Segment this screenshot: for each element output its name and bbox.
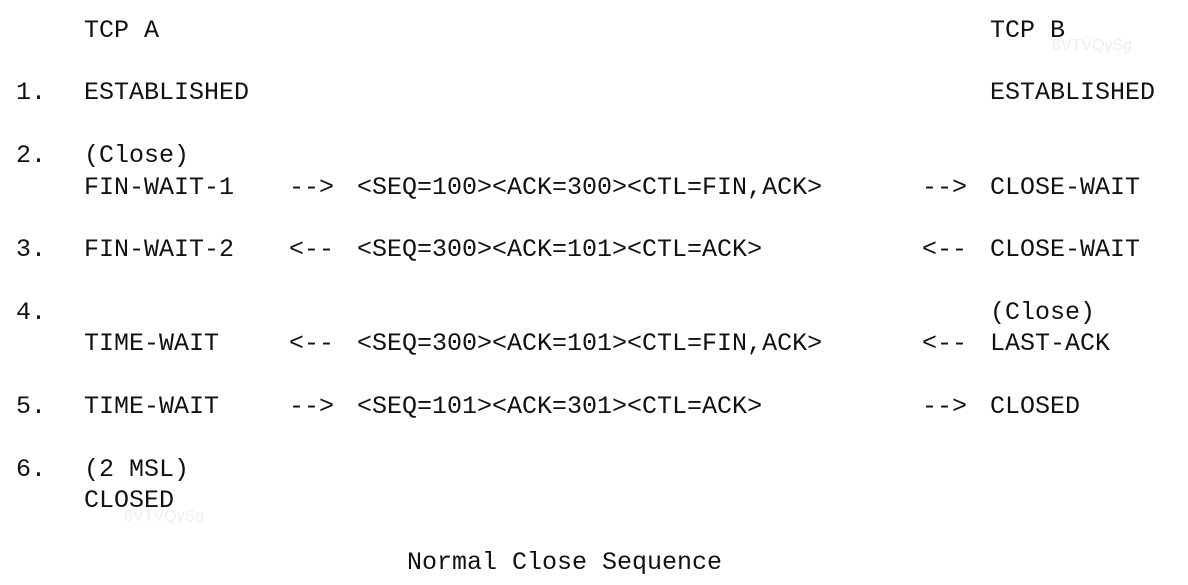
tcp-a-note: (2 MSL) xyxy=(84,455,190,484)
diagram-caption: Normal Close Sequence xyxy=(407,548,723,577)
tcp-a-state: CLOSED xyxy=(84,486,175,515)
tcp-b-state: LAST-ACK xyxy=(990,329,1111,358)
arrow-left: <-- xyxy=(289,329,335,358)
step-number: 3. xyxy=(16,235,47,264)
segment-label: <SEQ=101><ACK=301><CTL=ACK> xyxy=(357,392,763,421)
watermark: 8VTVQySg xyxy=(1052,37,1133,54)
tcp-a-note: (Close) xyxy=(84,141,190,170)
arrow-right: <-- xyxy=(922,329,968,358)
tcp-a-state: TIME-WAIT xyxy=(84,329,220,358)
step-number: 2. xyxy=(16,141,47,170)
tcp-a-state: TIME-WAIT xyxy=(84,392,220,421)
tcp-b-state: CLOSE-WAIT xyxy=(990,173,1141,202)
tcp-b-state: CLOSED xyxy=(990,392,1081,421)
tcp-b-note: (Close) xyxy=(990,298,1096,327)
arrow-right: --> xyxy=(922,173,968,202)
step-number: 6. xyxy=(16,455,47,484)
step-number: 4. xyxy=(16,298,47,327)
segment-label: <SEQ=300><ACK=101><CTL=FIN,ACK> xyxy=(357,329,823,358)
arrow-left: --> xyxy=(289,392,335,421)
tcp-b-state: CLOSE-WAIT xyxy=(990,235,1141,264)
arrow-right: <-- xyxy=(922,235,968,264)
tcp-a-header: TCP A xyxy=(84,16,160,45)
tcp-a-state: FIN-WAIT-1 xyxy=(84,173,235,202)
tcp-a-state: ESTABLISHED xyxy=(84,78,250,107)
segment-label: <SEQ=100><ACK=300><CTL=FIN,ACK> xyxy=(357,173,823,202)
arrow-left: --> xyxy=(289,173,335,202)
tcp-b-state: ESTABLISHED xyxy=(990,78,1156,107)
segment-label: <SEQ=300><ACK=101><CTL=ACK> xyxy=(357,235,763,264)
tcp-a-state: FIN-WAIT-2 xyxy=(84,235,235,264)
arrow-left: <-- xyxy=(289,235,335,264)
arrow-right: --> xyxy=(922,392,968,421)
step-number: 1. xyxy=(16,78,47,107)
step-number: 5. xyxy=(16,392,47,421)
watermark: 8VTVQySg xyxy=(124,508,205,525)
tcp-b-header: TCP B xyxy=(990,16,1066,45)
